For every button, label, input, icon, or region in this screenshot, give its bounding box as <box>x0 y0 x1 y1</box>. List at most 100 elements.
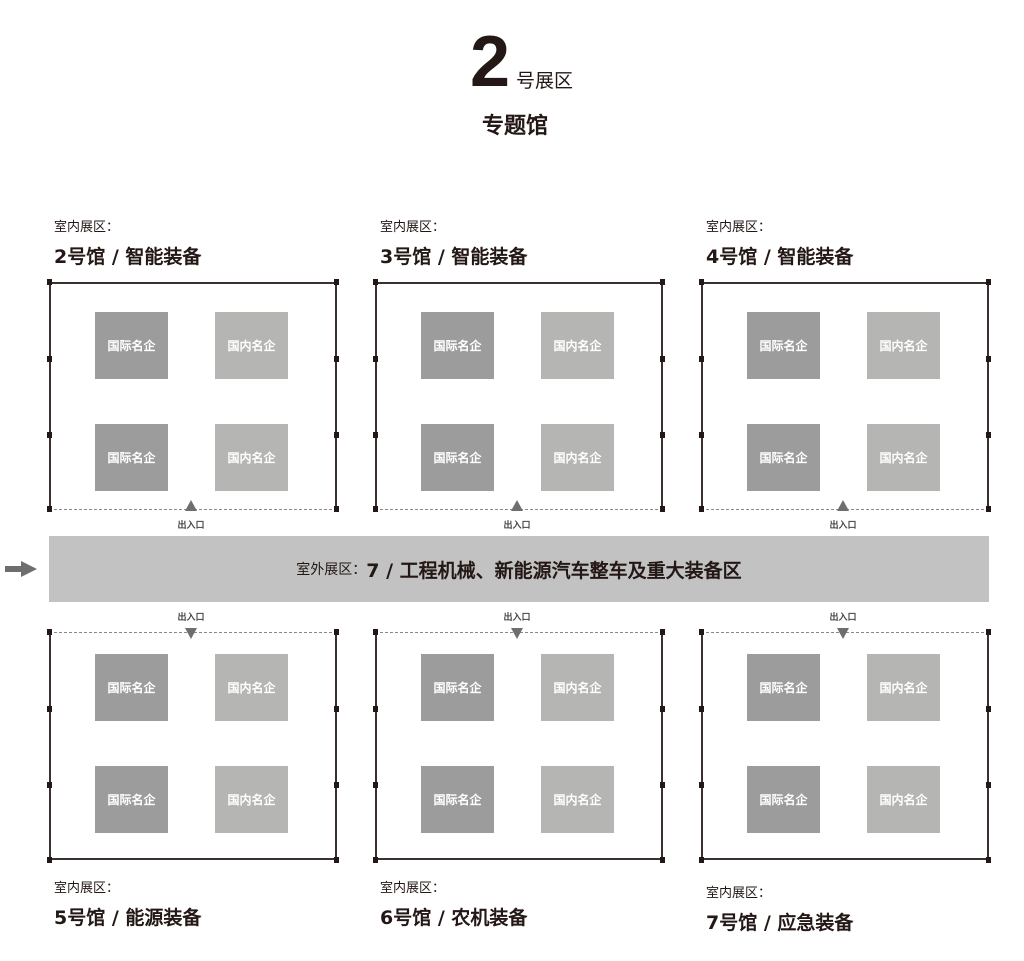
booth-domestic: 国内名企 <box>867 766 940 833</box>
hall-name: 4号馆 / 智能装备 <box>706 246 854 268</box>
hall-2: 国际名企国内名企国际名企国内名企出入口室内展区：2号馆 / 智能装备 <box>47 220 339 531</box>
booth-domestic: 国内名企 <box>541 312 614 379</box>
exit-label: 出入口 <box>829 613 857 623</box>
pillar-marker <box>986 857 991 863</box>
pillar-marker <box>660 629 665 635</box>
booth-intl: 国际名企 <box>95 312 168 379</box>
outdoor-zone-band: 室外展区： 7 / 工程机械、新能源汽车整车及重大装备区 <box>49 536 989 602</box>
exit-triangle-icon <box>511 500 523 511</box>
hall-6: 国际名企国内名企国际名企国内名企出入口室内展区：6号馆 / 农机装备 <box>373 613 665 929</box>
booth-domestic: 国内名企 <box>215 766 288 833</box>
pillar-marker <box>660 506 665 512</box>
exit-label: 出入口 <box>177 521 205 531</box>
hall-name: 5号馆 / 能源装备 <box>54 907 202 929</box>
pillar-marker <box>699 782 704 788</box>
pillar-marker <box>373 279 378 285</box>
booth-intl: 国际名企 <box>421 312 494 379</box>
pillar-marker <box>699 706 704 712</box>
hall-name: 3号馆 / 智能装备 <box>380 246 528 268</box>
zone-number: 2 <box>470 22 511 102</box>
pillar-marker <box>334 432 339 438</box>
zone-label: 号展区 <box>516 70 574 92</box>
hall-4: 国际名企国内名企国际名企国内名企出入口室内展区：4号馆 / 智能装备 <box>699 220 991 531</box>
hall-type: 室内展区： <box>706 220 772 235</box>
booth-domestic: 国内名企 <box>215 654 288 721</box>
hall-type: 室内展区： <box>706 886 772 901</box>
exit-label: 出入口 <box>503 613 531 623</box>
pillar-marker <box>986 356 991 362</box>
hall-outline <box>49 632 337 860</box>
pillar-marker <box>699 857 704 863</box>
pillar-marker <box>699 506 704 512</box>
hall-name: 7号馆 / 应急装备 <box>706 912 854 934</box>
zone-subtitle: 专题馆 <box>481 114 548 139</box>
pillar-marker <box>986 629 991 635</box>
pillar-marker <box>986 432 991 438</box>
booth-domestic: 国内名企 <box>541 766 614 833</box>
booth-intl: 国际名企 <box>747 766 820 833</box>
hall-7: 国际名企国内名企国际名企国内名企 出入口室内展区： 7号馆 / 应急装备 <box>699 613 991 934</box>
pillar-marker <box>699 432 704 438</box>
pillar-marker <box>47 706 52 712</box>
booth-intl: 国际名企 <box>421 424 494 491</box>
hall-outline <box>375 282 663 510</box>
outdoor-zone-title: 7 / 工程机械、新能源汽车整车及重大装备区 <box>366 559 742 582</box>
entrance-arrow-icon <box>5 561 37 577</box>
exit-label: 出入口 <box>829 521 857 531</box>
pillar-marker <box>47 432 52 438</box>
booth-intl: 国际名企 <box>747 424 820 491</box>
pillar-marker <box>660 706 665 712</box>
exit-label: 出入口 <box>177 613 205 623</box>
booth-intl: 国际名企 <box>747 312 820 379</box>
hall-type: 室内展区： <box>380 220 446 235</box>
hall-outline <box>49 282 337 510</box>
pillar-marker <box>699 279 704 285</box>
exit-triangle-icon <box>185 500 197 511</box>
pillar-marker <box>373 782 378 788</box>
hall-type: 室内展区： <box>380 881 446 896</box>
pillar-marker <box>47 356 52 362</box>
booth-intl: 国际名企 <box>421 766 494 833</box>
exit-triangle-icon <box>837 500 849 511</box>
pillar-marker <box>47 506 52 512</box>
hall-outline <box>701 632 989 860</box>
pillar-marker <box>660 356 665 362</box>
booth-intl: 国际名企 <box>95 654 168 721</box>
exit-triangle-icon <box>837 628 849 639</box>
pillar-marker <box>986 506 991 512</box>
pillar-marker <box>373 857 378 863</box>
pillar-marker <box>373 706 378 712</box>
exit-triangle-icon <box>185 628 197 639</box>
hall-name: 6号馆 / 农机装备 <box>380 907 528 929</box>
pillar-marker <box>373 629 378 635</box>
pillar-marker <box>986 706 991 712</box>
hall-outline <box>701 282 989 510</box>
pillar-marker <box>334 706 339 712</box>
booth-intl: 国际名企 <box>747 654 820 721</box>
hall-outline <box>375 632 663 860</box>
pillar-marker <box>47 857 52 863</box>
pillar-marker <box>660 857 665 863</box>
booth-intl: 国际名企 <box>95 424 168 491</box>
pillar-marker <box>986 782 991 788</box>
pillar-marker <box>47 279 52 285</box>
pillar-marker <box>373 506 378 512</box>
pillar-marker <box>660 279 665 285</box>
pillar-marker <box>334 629 339 635</box>
hall-type: 室内展区： <box>54 220 120 235</box>
booth-intl: 国际名企 <box>421 654 494 721</box>
pillar-marker <box>47 782 52 788</box>
exit-label: 出入口 <box>503 521 531 531</box>
booth-domestic: 国内名企 <box>215 312 288 379</box>
pillar-marker <box>47 629 52 635</box>
pillar-marker <box>373 356 378 362</box>
booth-domestic: 国内名企 <box>867 654 940 721</box>
pillar-marker <box>334 782 339 788</box>
exit-triangle-icon <box>511 628 523 639</box>
booth-domestic: 国内名企 <box>215 424 288 491</box>
pillar-marker <box>334 279 339 285</box>
hall-5: 国际名企国内名企国际名企国内名企出入口室内展区：5号馆 / 能源装备 <box>47 613 339 929</box>
pillar-marker <box>986 279 991 285</box>
pillar-marker <box>334 857 339 863</box>
hall-3: 国际名企国内名企国际名企国内名企出入口室内展区：3号馆 / 智能装备 <box>373 220 665 531</box>
